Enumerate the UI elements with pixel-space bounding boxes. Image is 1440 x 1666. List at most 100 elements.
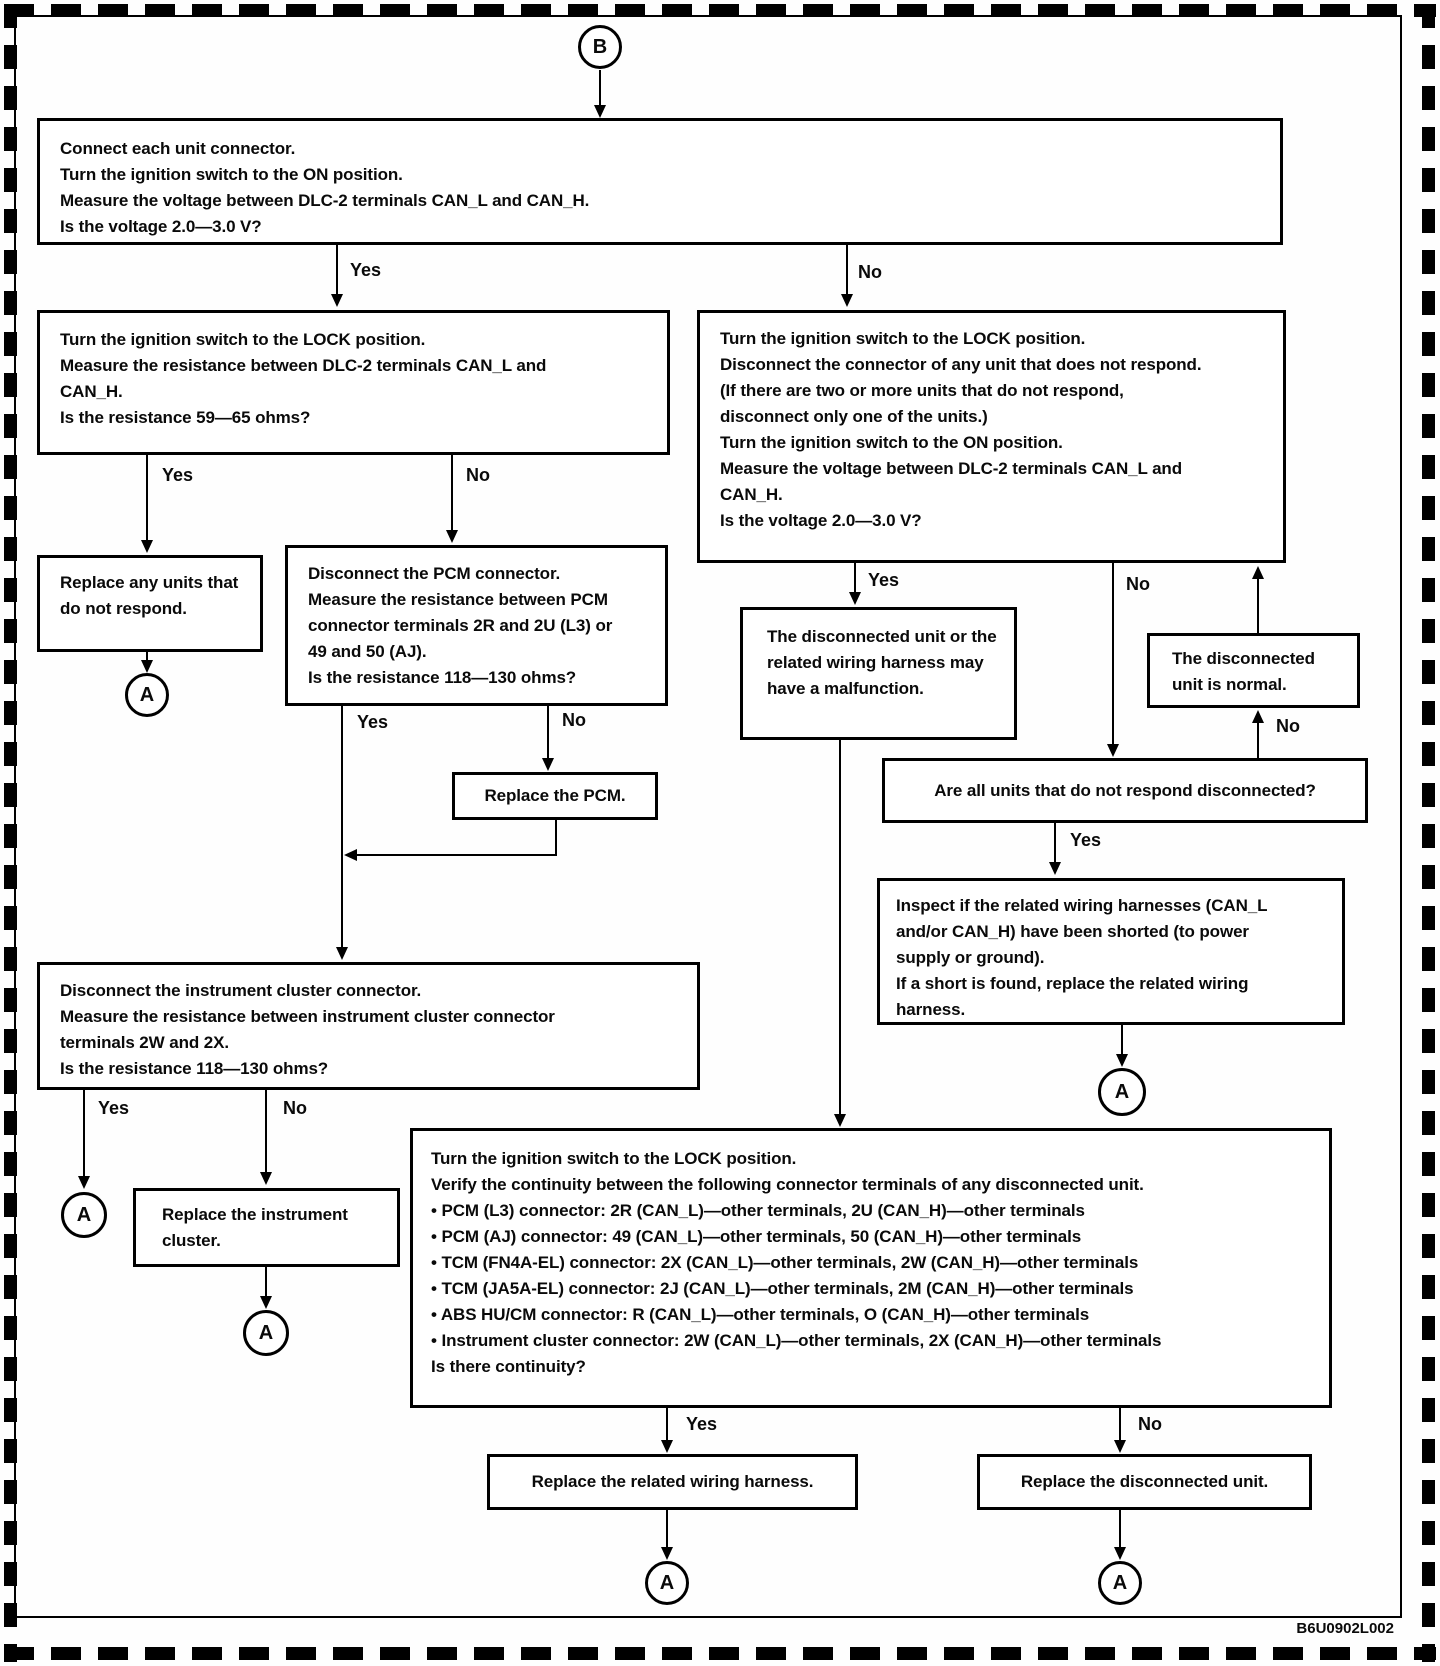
arrow-down-icon [141,660,153,673]
arrow-down-icon [1114,1547,1126,1560]
arrow-down-icon [661,1547,673,1560]
text-line: CAN_H. [60,382,123,401]
branch-label-yes: Yes [162,465,194,485]
flow-line [1119,1510,1121,1548]
arrow-down-icon [141,540,153,553]
arrow-down-icon [260,1172,272,1185]
text-line: Measure the voltage between DLC-2 termin… [60,191,590,210]
dashed-border-bottom [4,1647,1436,1660]
flow-line [839,740,841,1116]
text-line: Turn the ignition switch to the LOCK pos… [431,1149,797,1168]
connector-circle-a: A [243,1310,289,1356]
figure-code: B6U0902L002 [1296,1620,1394,1637]
text-line: Inspect if the related wiring harnesses … [896,896,1268,915]
text-line: Is there continuity? [431,1357,586,1376]
text-line: disconnect only one of the units.) [720,407,988,426]
text-line: Turn the ignition switch to the LOCK pos… [720,329,1086,348]
result-replace-cluster-box: Replace the instrument cluster. [133,1188,400,1267]
flow-line [599,70,601,106]
step-connect-units-box: Connect each unit connector.Turn the ign… [37,118,1283,245]
text-line: • TCM (JA5A-EL) connector: 2J (CAN_L)—ot… [431,1279,1134,1298]
text-line: Are all units that do not respond discon… [934,780,1316,800]
text-line: supply or ground). [896,948,1045,967]
text-line: If a short is found, replace the related… [896,974,1249,993]
text-line: Measure the resistance between instrumen… [60,1007,555,1026]
step-cluster-check-box: Disconnect the instrument cluster connec… [37,962,700,1090]
text-line: terminals 2W and 2X. [60,1033,229,1052]
arrow-down-icon [841,294,853,307]
branch-label-no: No [466,465,490,485]
text-line: harness. [896,1000,966,1019]
branch-label-yes: Yes [98,1098,130,1118]
flow-line [1121,1025,1123,1055]
text-line: Disconnect the PCM connector. [308,564,561,583]
arrow-down-icon [1116,1054,1128,1067]
flow-line [83,1090,85,1177]
text-line: cluster. [162,1231,221,1250]
arrow-down-icon [849,592,861,605]
arrow-down-icon [1114,1440,1126,1453]
connector-circle-a: A [61,1192,107,1238]
flow-line [666,1408,668,1441]
flow-line [555,820,557,856]
flow-line [146,652,148,662]
result-replace-harness-box: Replace the related wiring harness. [487,1454,858,1510]
text-line: Measure the resistance between PCM [308,590,608,609]
text-line: have a malfunction. [767,679,924,698]
text-line: Replace the related wiring harness. [531,1472,814,1491]
connector-circle-a: A [125,673,169,717]
arrow-down-icon [331,294,343,307]
flow-line [265,1267,267,1297]
text-line: Measure the resistance between DLC-2 ter… [60,356,547,375]
arrow-down-icon [446,530,458,543]
flow-line [1054,823,1056,863]
result-replace-disconnected-box: Replace the disconnected unit. [977,1454,1312,1510]
text-line: • PCM (AJ) connector: 49 (CAN_L)—other t… [431,1227,1082,1246]
text-line: 49 and 50 (AJ). [308,642,427,661]
text-line: Verify the continuity between the follow… [431,1175,1144,1194]
arrow-down-icon [1049,862,1061,875]
flow-line [1257,578,1259,633]
arrow-up-icon [1252,710,1264,723]
text-line: Disconnect the connector of any unit tha… [720,355,1202,374]
inner-frame [14,15,1402,1618]
step-check-resistance-box: Turn the ignition switch to the LOCK pos… [37,310,670,455]
branch-label-yes: Yes [1070,830,1102,850]
flow-line [146,455,148,541]
dashed-border-right [1422,4,1435,1662]
flow-line [356,854,557,856]
text-line: connector terminals 2R and 2U (L3) or [308,616,613,635]
text-line: Replace the PCM. [484,786,626,805]
text-line: Disconnect the instrument cluster connec… [60,981,422,1000]
arrow-left-icon [344,849,357,861]
flow-line [846,245,848,295]
arrow-down-icon [661,1440,673,1453]
text-line: Is the voltage 2.0—3.0 V? [720,511,922,530]
arrow-down-icon [78,1176,90,1189]
connector-circle-a: A [645,1561,689,1605]
step-inspect-harness-box: Inspect if the related wiring harnesses … [877,878,1345,1025]
text-line: Is the resistance 59—65 ohms? [60,408,311,427]
text-line: unit is normal. [1172,675,1287,694]
step-verify-continuity-box: Turn the ignition switch to the LOCK pos… [410,1128,1332,1408]
text-line: • PCM (L3) connector: 2R (CAN_L)—other t… [431,1201,1085,1220]
text-line: The disconnected unit or the [767,627,997,646]
dashed-border-top [4,4,1436,17]
text-line: Replace the instrument [162,1205,348,1224]
flow-line [1257,722,1259,758]
text-line: do not respond. [60,599,187,618]
branch-label-yes: Yes [350,260,382,280]
text-line: Turn the ignition switch to the ON posit… [60,165,403,184]
text-line: (If there are two or more units that do … [720,381,1124,400]
arrow-down-icon [834,1114,846,1127]
flow-line [1119,1408,1121,1441]
text-line: • ABS HU/CM connector: R (CAN_L)—other t… [431,1305,1090,1324]
connector-circle-b: B [578,25,622,69]
branch-label-no: No [1126,574,1150,594]
text-line: The disconnected [1172,649,1315,668]
flow-line [265,1090,267,1173]
text-line: Is the resistance 118—130 ohms? [60,1059,329,1078]
branch-label-yes: Yes [868,570,900,590]
branch-label-no: No [1138,1414,1162,1434]
